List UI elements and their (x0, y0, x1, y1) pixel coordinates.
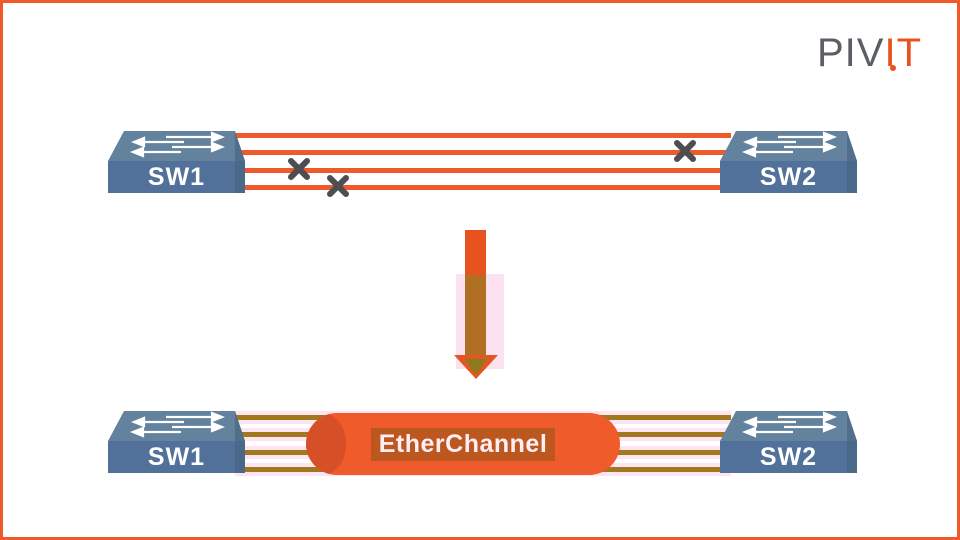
arrow-shaft-bottom (465, 275, 486, 356)
cylinder-cap-icon (306, 413, 346, 475)
switch-sw2-top: SW2 (720, 131, 857, 193)
pivit-logo: PIVIT (817, 31, 922, 77)
logo-text-gray: PIV (817, 31, 885, 75)
switch-sw1-bottom: SW1 (108, 411, 245, 473)
switch-chassis-icon (720, 131, 857, 193)
switch-sw1-top: SW1 (108, 131, 245, 193)
etherchannel-bundle: EtherChannel (306, 413, 620, 475)
down-arrow-icon (443, 228, 523, 388)
switch-chassis-icon (108, 131, 245, 193)
switch-label: SW1 (147, 163, 206, 191)
traffic-arrows-icon (742, 131, 837, 158)
top-link-4 (235, 185, 731, 190)
switch-sw2-bottom: SW2 (720, 411, 857, 473)
logo-dot-icon (890, 65, 896, 71)
top-link-2 (235, 150, 731, 155)
switch-label: SW2 (759, 163, 818, 191)
failed-link-x-icon (288, 158, 310, 180)
switch-chassis-icon (108, 411, 245, 473)
switch-label: SW2 (759, 443, 818, 471)
arrow-head-tip (465, 359, 487, 375)
switch-chassis-icon (720, 411, 857, 473)
traffic-arrows-icon (130, 411, 225, 438)
switch-label: SW1 (147, 443, 206, 471)
failed-link-x-icon (327, 175, 349, 197)
arrow-shaft-top (465, 230, 486, 275)
top-link-3 (235, 168, 731, 173)
failed-link-x-icon (674, 140, 696, 162)
top-link-1 (235, 133, 731, 138)
traffic-arrows-icon (742, 411, 837, 438)
traffic-arrows-icon (130, 131, 225, 158)
etherchannel-label: EtherChannel (370, 427, 556, 461)
